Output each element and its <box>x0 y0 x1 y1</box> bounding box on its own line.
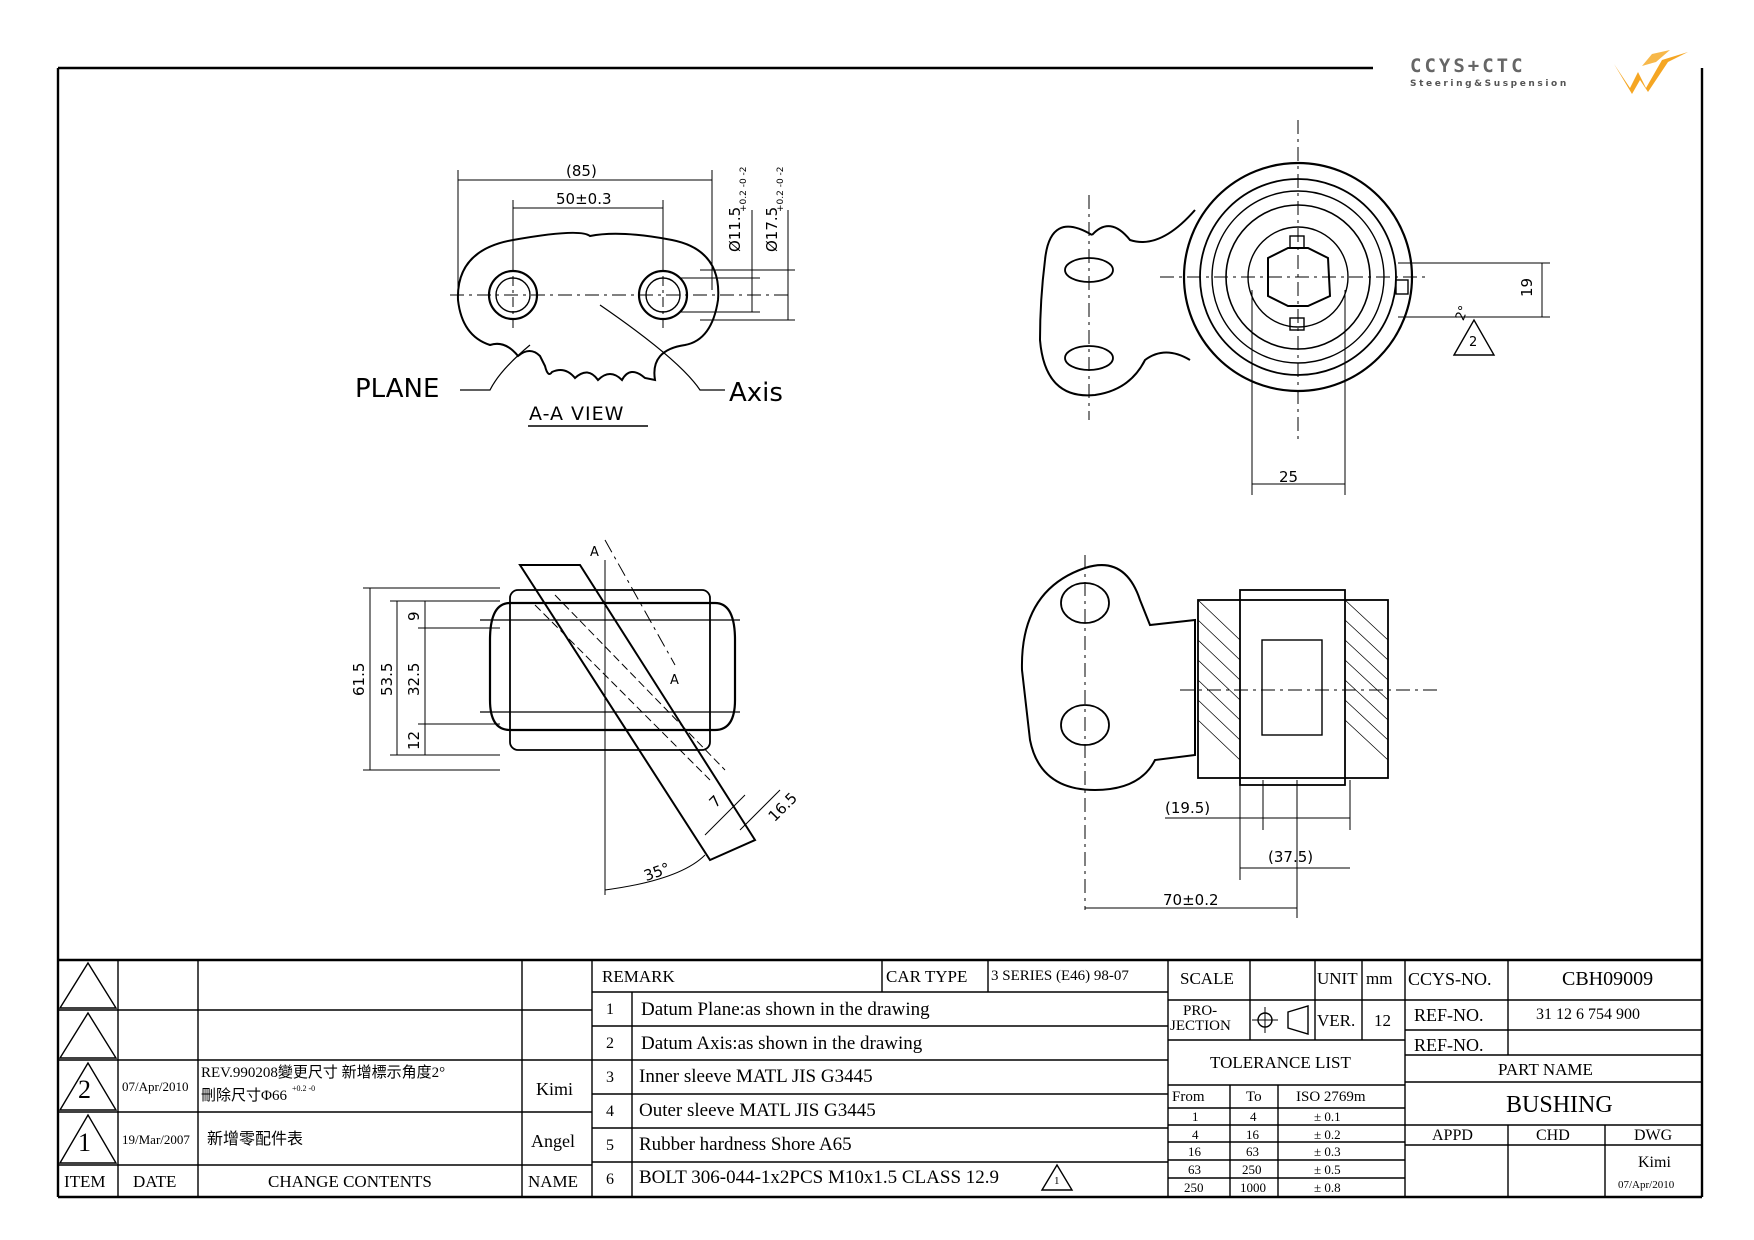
dim-d17-tol: +0.2 -0 -2 <box>776 166 786 212</box>
ref-no-label-2: REF-NO. <box>1414 1035 1484 1055</box>
dim-85: (85) <box>566 162 597 180</box>
tol-header-std: ISO 2769m <box>1296 1089 1366 1105</box>
remark-no-1: 1 <box>606 1001 614 1018</box>
ver-value: 12 <box>1374 1011 1391 1030</box>
chd-label: CHD <box>1536 1127 1570 1144</box>
section-mark-a1: A <box>590 545 599 560</box>
a-a-view <box>450 170 795 427</box>
header-date: DATE <box>133 1172 177 1191</box>
appd-label: APPD <box>1432 1127 1473 1144</box>
dwg-label: DWG <box>1634 1127 1673 1144</box>
header-item: ITEM <box>64 1172 106 1191</box>
remark-no-5: 5 <box>606 1137 614 1154</box>
rev2-change-line1: REV.990208變更尺寸 新增標示角度2° <box>201 1065 446 1081</box>
rev2-item: 2 <box>78 1075 91 1104</box>
header-name: NAME <box>528 1172 579 1191</box>
rev2-change-tol: +0.2 -0 <box>292 1084 316 1093</box>
tol-row-2-from: 4 <box>1192 1127 1199 1142</box>
part-name-label: PART NAME <box>1498 1060 1593 1079</box>
tol-row-4-to: 250 <box>1242 1162 1262 1177</box>
tolerance-title: TOLERANCE LIST <box>1210 1053 1351 1072</box>
scale-label: SCALE <box>1180 969 1234 988</box>
remark-text-3: Inner sleeve MATL JIS G3445 <box>639 1066 873 1087</box>
dim-12: 12 <box>405 730 423 750</box>
tol-row-4-tol: ± 0.5 <box>1314 1162 1341 1177</box>
rev1-change: 新增零配件表 <box>207 1131 304 1148</box>
remark-title: REMARK <box>602 967 675 986</box>
dim-d11: Ø11.5 <box>726 206 744 252</box>
axis-label: Axis <box>729 378 783 408</box>
rev2-name: Kimi <box>536 1079 574 1099</box>
rev2-change-line2: 刪除尺寸Φ66 <box>201 1088 287 1104</box>
section-mark-a2: A <box>670 673 679 688</box>
ref-no-value: 31 12 6 754 900 <box>1536 1006 1640 1023</box>
section-view <box>1020 555 1440 918</box>
remark-no-2: 2 <box>606 1035 614 1052</box>
dim-19: 19 <box>1518 277 1536 297</box>
projection-label-1: PRO- <box>1183 1003 1218 1019</box>
tol-row-3-tol: ± 0.3 <box>1314 1144 1341 1159</box>
ccys-no-label: CCYS-NO. <box>1408 969 1492 989</box>
dim-37-5: (37.5) <box>1268 848 1314 866</box>
remark-no-4: 4 <box>606 1103 614 1120</box>
drawn-by: Kimi <box>1638 1154 1671 1171</box>
tol-row-3-to: 63 <box>1246 1144 1259 1159</box>
dim-32-5: 32.5 <box>405 662 423 696</box>
tol-row-5-from: 250 <box>1184 1180 1204 1195</box>
plane-label: PLANE <box>355 374 440 404</box>
logo-mark-icon <box>1614 50 1688 94</box>
dim-50: 50±0.3 <box>556 190 612 208</box>
header-change-contents: CHANGE CONTENTS <box>268 1172 432 1191</box>
unit-label: UNIT <box>1317 969 1358 988</box>
tol-header-to: To <box>1246 1089 1262 1105</box>
remark-text-2: Datum Axis:as shown in the drawing <box>641 1033 923 1054</box>
rev-marker-2: 2 <box>1469 335 1478 350</box>
dim-61-5: 61.5 <box>350 662 368 696</box>
tol-row-2-to: 16 <box>1246 1127 1259 1142</box>
remark-text-5: Rubber hardness Shore A65 <box>639 1134 852 1155</box>
ver-label: VER. <box>1317 1011 1356 1030</box>
car-type-label: CAR TYPE <box>886 967 968 986</box>
rev1-date: 19/Mar/2007 <box>122 1132 190 1147</box>
remark-text-4: Outer sleeve MATL JIS G3445 <box>639 1100 876 1121</box>
projection-label-2: JECTION <box>1170 1018 1231 1034</box>
tol-header-from: From <box>1172 1089 1205 1105</box>
company-tagline: Steering&Suspension <box>1410 79 1569 89</box>
front-view <box>1038 120 1550 495</box>
rev1-name: Angel <box>531 1131 575 1151</box>
dim-53-5: 53.5 <box>378 662 396 696</box>
tol-row-1-from: 1 <box>1192 1109 1199 1124</box>
rev2-date: 07/Apr/2010 <box>122 1079 189 1094</box>
side-view <box>363 539 781 895</box>
drawn-date: 07/Apr/2010 <box>1618 1179 1675 1191</box>
remark-text-1: Datum Plane:as shown in the drawing <box>641 999 930 1020</box>
tol-row-4-from: 63 <box>1188 1162 1201 1177</box>
title-block-grid <box>58 960 1702 1197</box>
ref-no-label: REF-NO. <box>1414 1005 1484 1025</box>
tol-row-2-tol: ± 0.2 <box>1314 1127 1341 1142</box>
dim-70: 70±0.2 <box>1163 891 1219 909</box>
tol-row-3-from: 16 <box>1188 1144 1201 1159</box>
ccys-no-value: CBH09009 <box>1562 968 1654 990</box>
dim-25: 25 <box>1279 468 1299 486</box>
dim-d11-tol: +0.2 -0 -2 <box>739 166 749 212</box>
tol-row-5-to: 1000 <box>1240 1180 1266 1195</box>
dim-19-5: (19.5) <box>1165 799 1211 817</box>
rev1-item: 1 <box>78 1128 91 1157</box>
part-name-value: BUSHING <box>1506 1092 1613 1118</box>
remark-rev-marker: 1 <box>1054 1175 1060 1187</box>
remark-text-6: BOLT 306-044-1x2PCS M10x1.5 CLASS 12.9 <box>639 1167 1000 1188</box>
unit-value: mm <box>1366 969 1393 988</box>
tol-row-1-to: 4 <box>1250 1109 1257 1124</box>
dim-9: 9 <box>405 611 423 621</box>
view-label: A-A VIEW <box>529 403 625 425</box>
tol-row-1-tol: ± 0.1 <box>1314 1109 1341 1124</box>
remark-no-3: 3 <box>606 1069 614 1086</box>
dim-d17: Ø17.5 <box>763 206 781 252</box>
remark-no-6: 6 <box>606 1171 614 1188</box>
tol-row-5-tol: ± 0.8 <box>1314 1180 1341 1195</box>
car-type-value: 3 SERIES (E46) 98-07 <box>991 968 1129 984</box>
company-logo: CCYS+CTC <box>1410 55 1526 77</box>
